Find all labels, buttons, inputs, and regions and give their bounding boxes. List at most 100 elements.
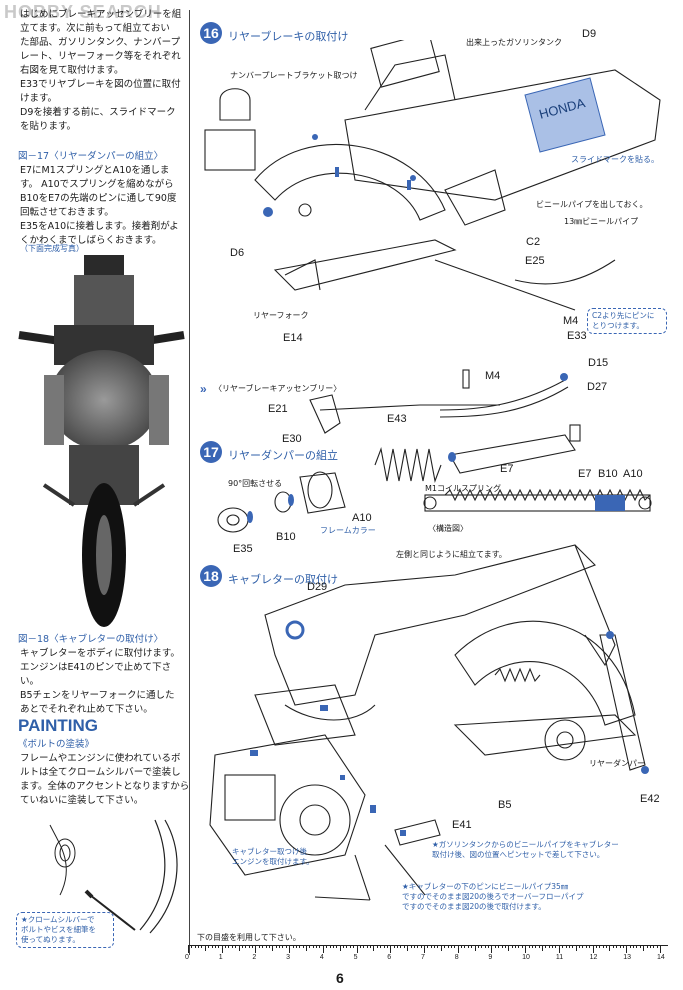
ruler-tick <box>332 945 334 948</box>
ruler-tick <box>248 945 250 948</box>
ruler-tick <box>198 945 200 948</box>
completed-model-photo <box>14 255 192 627</box>
ruler-tick-label: 14 <box>657 954 665 961</box>
ruler-tick <box>258 945 260 948</box>
label-d29: D29 <box>307 581 328 593</box>
ruler-tick <box>204 945 206 951</box>
ruler-tick <box>612 945 614 948</box>
ruler-tick <box>339 945 341 951</box>
ruler-tick <box>464 945 466 948</box>
ruler-tick <box>319 945 321 948</box>
ruler-tick <box>329 945 331 948</box>
ruler-tick <box>636 945 638 948</box>
ruler-tick <box>383 945 385 948</box>
ruler-tick <box>413 945 415 948</box>
ruler-tick <box>400 945 402 948</box>
ruler-tick <box>302 945 304 948</box>
ruler-tick <box>272 945 274 951</box>
ruler-tick <box>265 945 267 948</box>
ruler-tick <box>575 945 577 951</box>
intro-text: はじめにブレーキアッセンブリーを組 立てます。次に前もって組立ておい た部品、ガ… <box>20 9 182 132</box>
ruler-tick <box>501 945 503 948</box>
label-m1-spring: M1コイルスプリング <box>425 484 501 493</box>
ruler-tick-label: 5 <box>353 954 358 961</box>
ruler-tick <box>646 945 648 948</box>
label-rotate: 90°回転させる <box>228 479 283 488</box>
ruler-tick-label: 10 <box>522 954 530 961</box>
ruler-tick <box>467 945 469 948</box>
column-divider <box>189 10 190 955</box>
c2-note: C2より先にピンに とりつけます。 <box>587 308 667 334</box>
carb-note: キャブレター取つけ後 エンジンを取付けます。 <box>232 847 314 866</box>
label-section: 〈構造図〉 <box>428 524 468 533</box>
ruler-tick <box>504 945 506 948</box>
ruler-tick <box>417 945 419 948</box>
label-d27: D27 <box>587 381 608 393</box>
ruler-tick <box>474 945 476 951</box>
label-a10: A10 <box>352 512 372 524</box>
ruler-tick <box>275 945 277 948</box>
painting-title: PAINTING <box>18 716 98 735</box>
ruler-tick <box>326 945 328 948</box>
ruler-tick <box>440 945 442 951</box>
step17-badge: 17 <box>200 441 222 463</box>
step16-title: リヤーブレーキの取付け <box>228 30 349 43</box>
ruler-tick <box>447 945 449 948</box>
ruler-tick <box>306 945 307 951</box>
ruler-tick <box>511 945 513 948</box>
ruler-tick <box>225 945 227 948</box>
label-brake-m4: M4 <box>485 370 501 382</box>
ruler-tick <box>494 945 496 948</box>
ruler-tick-label: 6 <box>387 954 392 961</box>
ruler-tick <box>525 945 527 953</box>
label-e30: E30 <box>282 433 302 445</box>
ruler-tick <box>538 945 540 948</box>
label-vinyl-13: 13㎜ビニールパイプ <box>564 217 639 226</box>
ruler-tick <box>444 945 446 948</box>
label-e7-b: E7 <box>578 468 592 480</box>
ruler-tick <box>262 945 264 948</box>
double-arrow-icon: » <box>200 382 207 396</box>
step16-diagram: HONDA <box>204 40 661 311</box>
label-e42: E42 <box>640 793 660 805</box>
photo-caption: （下面完成写真） <box>20 244 84 253</box>
ruler-tick <box>312 945 314 948</box>
painting-subtitle: 《ボルトの塗装》 <box>18 739 95 750</box>
ruler-tick-label: 8 <box>454 954 459 961</box>
step17-diagram <box>217 424 652 533</box>
ruler-tick <box>488 945 490 948</box>
ruler-tick <box>471 945 473 948</box>
ruler-tick <box>221 945 223 953</box>
label-plate-bracket: ナンバープレートブラケット取つけ <box>230 71 358 80</box>
ruler-tick <box>292 945 294 948</box>
ruler-tick <box>235 945 237 948</box>
ruler-tick <box>477 945 479 948</box>
ruler-tick <box>285 945 287 948</box>
ruler-tick <box>572 945 574 948</box>
ruler-tick <box>498 945 500 948</box>
step18-title: キャブレターの取付け <box>228 573 338 586</box>
ruler-tick <box>552 945 554 948</box>
ruler-tick <box>518 945 520 948</box>
label-e33: E33 <box>567 330 587 342</box>
ruler-tick <box>589 945 591 948</box>
ruler-tick <box>211 945 213 948</box>
brake-assy-title: 〈リヤーブレーキアッセンブリー〉 <box>214 384 342 393</box>
ruler-tick <box>363 945 365 948</box>
label-d15: D15 <box>588 357 609 369</box>
ruler-tick <box>622 945 624 948</box>
ruler-tick <box>535 945 537 948</box>
ruler-tick <box>555 945 557 948</box>
label-e21: E21 <box>268 403 288 415</box>
ruler-tick-label: 13 <box>623 954 632 961</box>
label-vinyl-out: ビニールパイプを出しておく。 <box>536 200 648 209</box>
label-b10-b: B10 <box>598 468 618 480</box>
ruler-tick <box>353 945 355 948</box>
ruler-tick <box>316 945 318 948</box>
label-d6: D6 <box>230 247 245 259</box>
step16-badge: 16 <box>200 22 222 44</box>
fig17-title: 図－17〈リヤーダンパーの組立〉 <box>18 151 164 162</box>
ruler-tick <box>268 945 270 948</box>
ruler-tick <box>208 945 210 948</box>
